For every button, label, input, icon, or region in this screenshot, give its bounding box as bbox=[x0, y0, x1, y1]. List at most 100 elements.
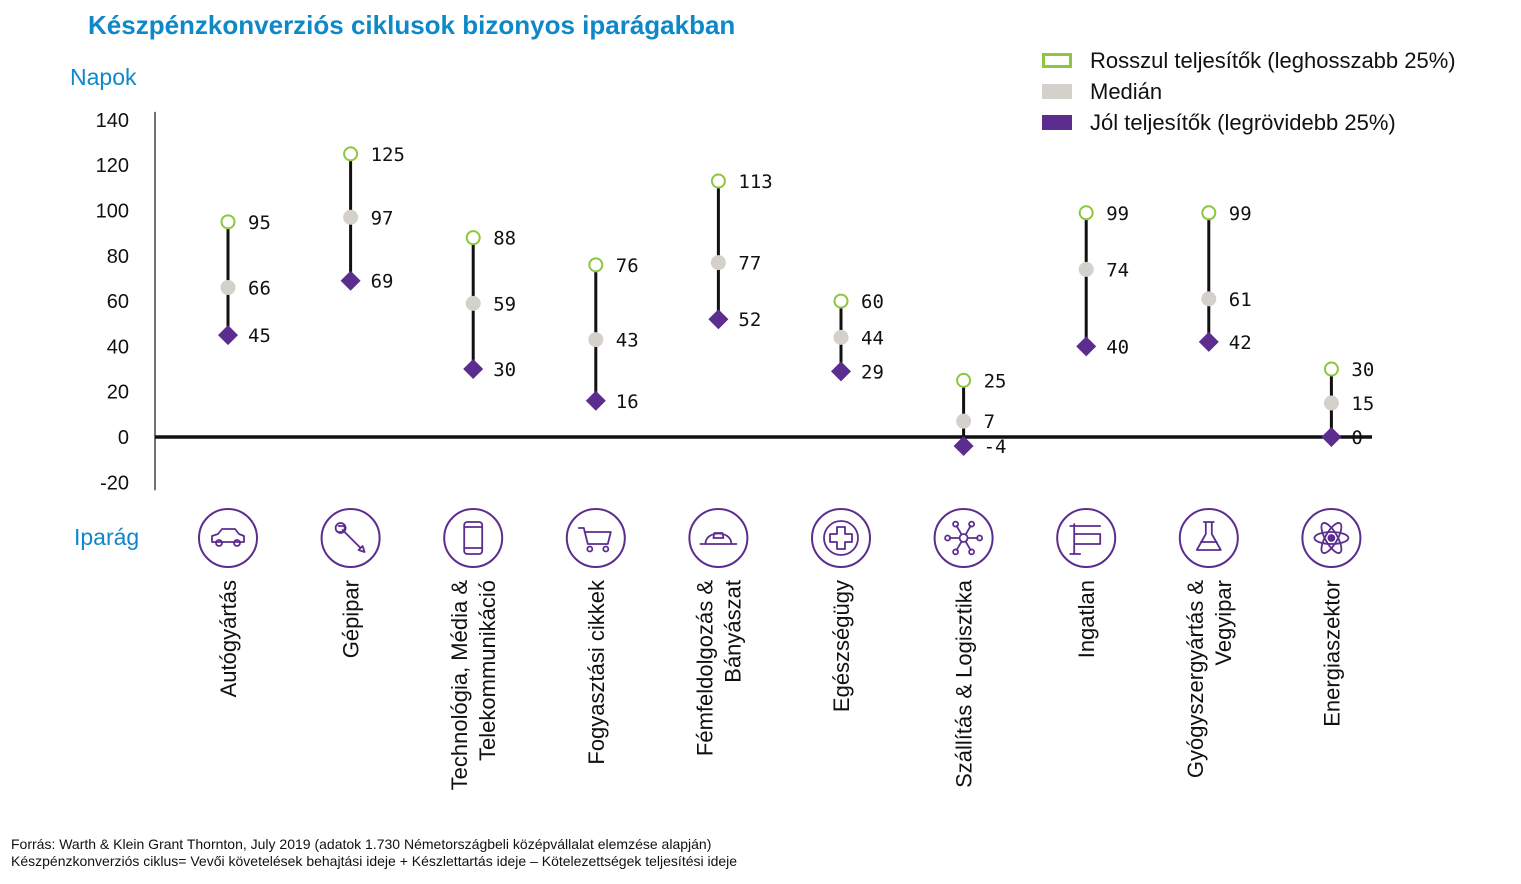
wrench-icon bbox=[320, 508, 381, 568]
category-label: Fémfeldolgozás &Bányászat bbox=[692, 580, 745, 756]
good-value-label: -4 bbox=[984, 436, 1007, 458]
definition-note: Készpénzkonverziós ciklus= Vevői követel… bbox=[11, 853, 738, 869]
category-label: Energiaszektor bbox=[1319, 580, 1344, 727]
median-value-label: 66 bbox=[248, 278, 271, 300]
car-icon bbox=[198, 508, 258, 568]
good-marker bbox=[708, 309, 729, 330]
y-tick-label: 80 bbox=[107, 246, 129, 268]
good-value-label: 0 bbox=[1351, 427, 1362, 449]
good-marker bbox=[1198, 331, 1219, 352]
legend-item-poor: Rosszul teljesítők (leghosszabb 25%) bbox=[1042, 45, 1456, 76]
poor-marker bbox=[1078, 205, 1094, 221]
atom-icon bbox=[1301, 508, 1362, 568]
category-label: Autógyártás bbox=[216, 580, 241, 697]
shopping-cart-icon bbox=[565, 508, 626, 568]
category-label-line: Energiaszektor bbox=[1319, 580, 1344, 727]
good-value-label: 29 bbox=[861, 361, 884, 383]
y-tick-label: 140 bbox=[96, 110, 129, 132]
flask-icon bbox=[1178, 508, 1239, 568]
good-value-label: 45 bbox=[248, 325, 271, 347]
category-label: Ingatlan bbox=[1074, 580, 1099, 658]
poor-marker bbox=[1201, 205, 1217, 221]
category-label-line: Fogyasztási cikkek bbox=[584, 579, 609, 765]
mining-helmet-icon bbox=[688, 508, 749, 568]
good-value-label: 30 bbox=[493, 359, 516, 381]
poor-value-label: 125 bbox=[371, 144, 405, 166]
poor-value-label: 95 bbox=[248, 212, 271, 234]
legend: Rosszul teljesítők (leghosszabb 25%) Med… bbox=[1042, 45, 1456, 138]
y-tick-label: 40 bbox=[107, 336, 129, 358]
median-value-label: 44 bbox=[861, 327, 884, 349]
category-label-line: Szállítás & Logisztika bbox=[952, 579, 977, 788]
category-label-line: Vegyipar bbox=[1211, 580, 1236, 666]
good-marker bbox=[585, 390, 606, 411]
category-label: Gyógyszergyártás &Vegyipar bbox=[1183, 580, 1236, 778]
good-marker bbox=[1321, 427, 1342, 447]
poor-value-label: 30 bbox=[1351, 359, 1374, 381]
source-note: Forrás: Warth & Klein Grant Thornton, Ju… bbox=[11, 836, 712, 852]
median-marker bbox=[220, 280, 236, 296]
footer: Forrás: Warth & Klein Grant Thornton, Ju… bbox=[11, 836, 737, 870]
good-value-label: 40 bbox=[1106, 336, 1129, 358]
poor-value-label: 60 bbox=[861, 291, 884, 313]
good-marker bbox=[831, 361, 851, 382]
poor-marker bbox=[465, 230, 481, 246]
poor-marker bbox=[833, 293, 849, 309]
category-label-line: Gépipar bbox=[339, 580, 364, 658]
median-value-label: 77 bbox=[738, 253, 761, 275]
category-label: Gépipar bbox=[339, 580, 364, 658]
category-label: Technológia, Média &Telekommunikáció bbox=[447, 580, 500, 791]
y-tick-label: 20 bbox=[107, 382, 129, 404]
median-marker bbox=[1323, 395, 1339, 411]
good-value-label: 16 bbox=[616, 391, 639, 413]
poor-marker bbox=[588, 257, 604, 273]
poor-marker bbox=[220, 214, 236, 230]
category-label-line: Telekommunikáció bbox=[475, 580, 500, 761]
poor-marker bbox=[1323, 361, 1339, 377]
median-marker bbox=[1201, 291, 1217, 307]
poor-value-label: 99 bbox=[1106, 203, 1129, 225]
poor-value-label: 25 bbox=[984, 370, 1007, 392]
y-axis-label: Napok bbox=[70, 64, 137, 90]
smartphone-icon bbox=[443, 508, 504, 568]
median-marker bbox=[1078, 261, 1094, 277]
median-value-label: 74 bbox=[1106, 259, 1129, 281]
category-label: Egészségügy bbox=[829, 580, 854, 712]
category-label-line: Bányászat bbox=[720, 580, 745, 683]
poor-value-label: 113 bbox=[738, 171, 772, 193]
good-value-label: 69 bbox=[371, 271, 394, 293]
poor-value-label: 99 bbox=[1229, 203, 1252, 225]
good-marker bbox=[463, 359, 484, 380]
median-marker bbox=[956, 413, 972, 429]
poor-value-label: 88 bbox=[493, 228, 516, 250]
poor-marker bbox=[343, 146, 359, 162]
good-value-label: 42 bbox=[1229, 332, 1252, 354]
median-marker bbox=[588, 332, 604, 348]
median-marker bbox=[710, 255, 726, 271]
category-label-line: Autógyártás bbox=[216, 580, 241, 697]
median-value-label: 61 bbox=[1229, 289, 1252, 311]
y-tick-label: 60 bbox=[107, 291, 129, 313]
legend-item-median: Medián bbox=[1042, 76, 1456, 107]
legend-label-poor: Rosszul teljesítők (leghosszabb 25%) bbox=[1090, 47, 1456, 73]
good-marker bbox=[340, 270, 361, 291]
median-value-label: 43 bbox=[616, 330, 639, 352]
category-label: Fogyasztási cikkek bbox=[584, 579, 609, 765]
network-hub-icon bbox=[933, 508, 994, 568]
median-value-label: 59 bbox=[493, 293, 516, 315]
category-label-line: Egészségügy bbox=[829, 580, 854, 712]
legend-label-median: Medián bbox=[1090, 78, 1163, 104]
median-marker bbox=[343, 209, 359, 225]
legend-item-good: Jól teljesítők (legrövidebb 25%) bbox=[1042, 107, 1456, 138]
good-marker bbox=[218, 325, 238, 346]
median-value-label: 97 bbox=[371, 207, 394, 229]
median-marker bbox=[465, 295, 481, 311]
